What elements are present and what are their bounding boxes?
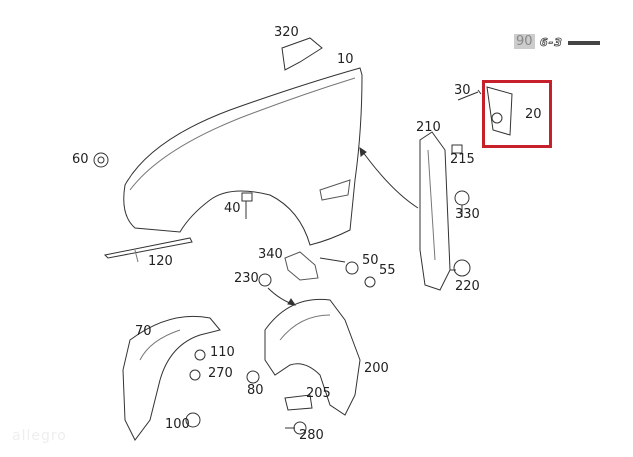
- label-10: 10: [337, 52, 354, 67]
- label-340: 340: [258, 247, 283, 262]
- label-120: 120: [148, 254, 173, 269]
- label-110: 110: [210, 345, 235, 360]
- bolt-part-40: [241, 192, 253, 219]
- label-50: 50: [362, 253, 379, 268]
- label-40: 40: [224, 201, 241, 216]
- trim-part-340: [284, 251, 319, 281]
- label-330: 330: [455, 207, 480, 222]
- clip-part-110: [194, 349, 206, 361]
- label-205: 205: [306, 386, 331, 401]
- liner-part-200: [264, 298, 361, 416]
- label-210: 210: [416, 120, 441, 135]
- label-60: 60: [72, 152, 89, 167]
- bracket-part-210: [419, 131, 451, 291]
- label-30: 30: [454, 83, 471, 98]
- badge-bar: [568, 41, 600, 45]
- clip-part-215: [451, 144, 463, 154]
- liner-part-70: [122, 315, 221, 441]
- badge-model: 6-3: [540, 36, 563, 50]
- highlight-box-part-20: [482, 80, 552, 148]
- label-20: 20: [525, 107, 542, 122]
- badge-number: 90: [514, 34, 535, 49]
- bracket-part-320: [281, 37, 323, 71]
- grommet-part-60: [93, 152, 109, 168]
- label-70: 70: [135, 324, 152, 339]
- label-220: 220: [455, 279, 480, 294]
- clip-part-100: [185, 412, 201, 428]
- fender-part-10: [123, 67, 363, 246]
- clip-part-230: [258, 273, 272, 287]
- label-270: 270: [208, 366, 233, 381]
- arrow: [359, 147, 419, 209]
- hinge-part-20: [486, 86, 513, 136]
- label-80: 80: [247, 383, 264, 398]
- screw-part-220: [453, 259, 471, 277]
- screw-part-330: [454, 190, 470, 206]
- label-215: 215: [450, 152, 475, 167]
- nut-part-55: [364, 276, 376, 288]
- clip-part-80: [246, 370, 260, 384]
- bracket-part-205: [284, 394, 313, 411]
- label-100: 100: [165, 417, 190, 432]
- label-200: 200: [364, 361, 389, 376]
- strip-part-120: [103, 237, 193, 259]
- label-230: 230: [234, 271, 259, 286]
- nut-part-50: [345, 261, 359, 275]
- watermark: allegro: [12, 428, 67, 444]
- label-320: 320: [274, 25, 299, 40]
- pin-part-30: [457, 89, 482, 101]
- label-280: 280: [299, 428, 324, 443]
- label-55: 55: [379, 263, 396, 278]
- clip-part-270: [189, 369, 201, 381]
